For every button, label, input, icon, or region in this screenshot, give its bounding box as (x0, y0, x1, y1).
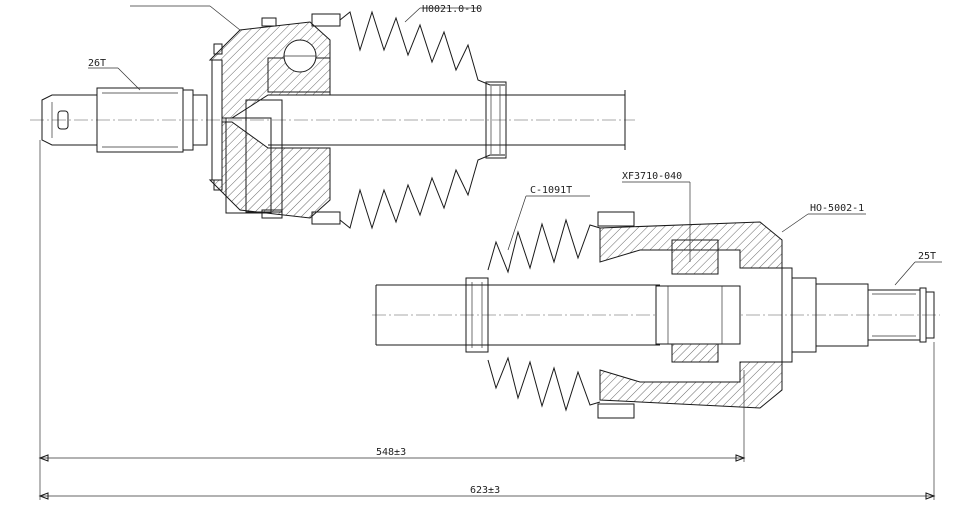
inner-joint-assembly (372, 211, 940, 419)
label-top-spline: 26T (88, 58, 106, 69)
callout-26t: 26T (88, 58, 141, 91)
label-top-boot-partial: H0021.0-10 (422, 4, 482, 15)
callout-top-housing (130, 5, 241, 31)
callout-c1091t: C-1091T (507, 185, 590, 251)
label-bottom-spline: 25T (918, 251, 936, 262)
dimension-548: 548±3 (376, 447, 406, 458)
label-bearing-code: XF3710-040 (622, 171, 682, 182)
callout-ho5002: HO-5002-1 (781, 203, 866, 233)
callout-25t: 25T (894, 251, 942, 286)
callout-xf3710: XF3710-040 (622, 171, 691, 262)
dimension-623: 623±3 (470, 485, 500, 496)
outer-joint-assembly (30, 10, 635, 230)
callout-top-boot: H0021.0-10 (404, 4, 482, 23)
dimension-lines: 548±3 623±3 (38, 140, 936, 500)
label-housing-code: HO-5002-1 (810, 203, 864, 214)
label-boot-inner: C-1091T (530, 185, 572, 196)
